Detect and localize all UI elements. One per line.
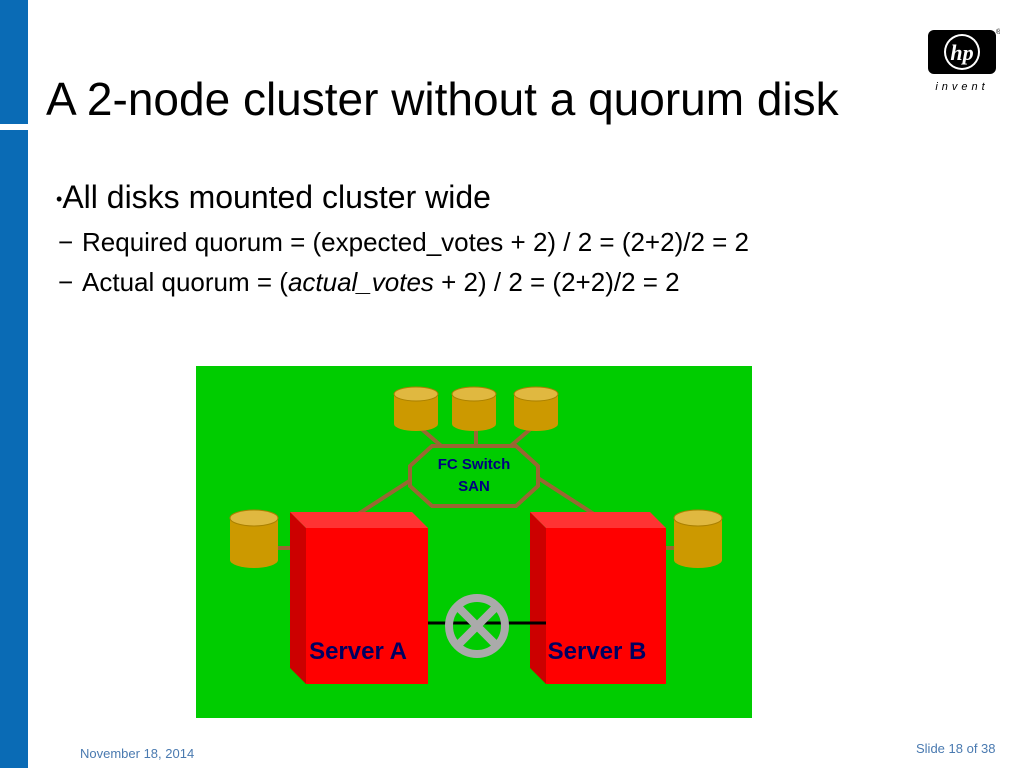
fc-switch: FC Switch SAN [408,444,540,508]
sub-bullet-text-after: + 2) / 2 = (2+2)/2 = 2 [433,267,680,297]
server-a: Server A [290,512,428,684]
svg-text:®: ® [996,28,1000,36]
slide-title: A 2-node cluster without a quorum disk [46,73,839,125]
server-b: Server B [530,512,666,684]
left-accent-bar [0,0,28,768]
server-a-label: Server A [309,638,407,665]
main-bullet-text: All disks mounted cluster wide [62,179,491,215]
switch-label-line1: FC Switch [438,456,511,473]
main-bullet: •All disks mounted cluster wide [56,179,491,216]
logo-wordmark: hp [950,40,973,65]
footer-date: November 18, 2014 [80,746,195,761]
dash-marker: − [58,267,74,297]
top-disk-1 [393,386,439,431]
top-disk-2 [451,386,497,431]
dash-marker: − [58,227,74,257]
right-disk [664,509,723,568]
top-disk-3 [513,386,559,431]
left-disk [229,509,296,568]
sub-bullet-actual: −Actual quorum = (actual_votes + 2) / 2 … [58,267,680,298]
title-rule-gap [0,124,28,130]
cluster-diagram: FC Switch SAN Server A Server B [196,366,752,718]
server-b-label: Server B [548,638,647,665]
logo-tagline: invent [935,81,988,93]
bullet-dot: • [56,189,63,210]
sub-bullet-emphasis: actual_votes [287,267,434,297]
switch-label-line2: SAN [458,478,490,495]
sub-bullet-text-before: Actual quorum = ( [82,267,288,297]
hp-logo: hp ® invent [928,28,1000,93]
blocked-link-icon [445,594,509,658]
sub-bullet-text: Required quorum = (expected_votes + 2) /… [82,227,750,257]
slide-number: Slide 18 of 38 [916,741,996,756]
sub-bullet-required: −Required quorum = (expected_votes + 2) … [58,227,749,258]
